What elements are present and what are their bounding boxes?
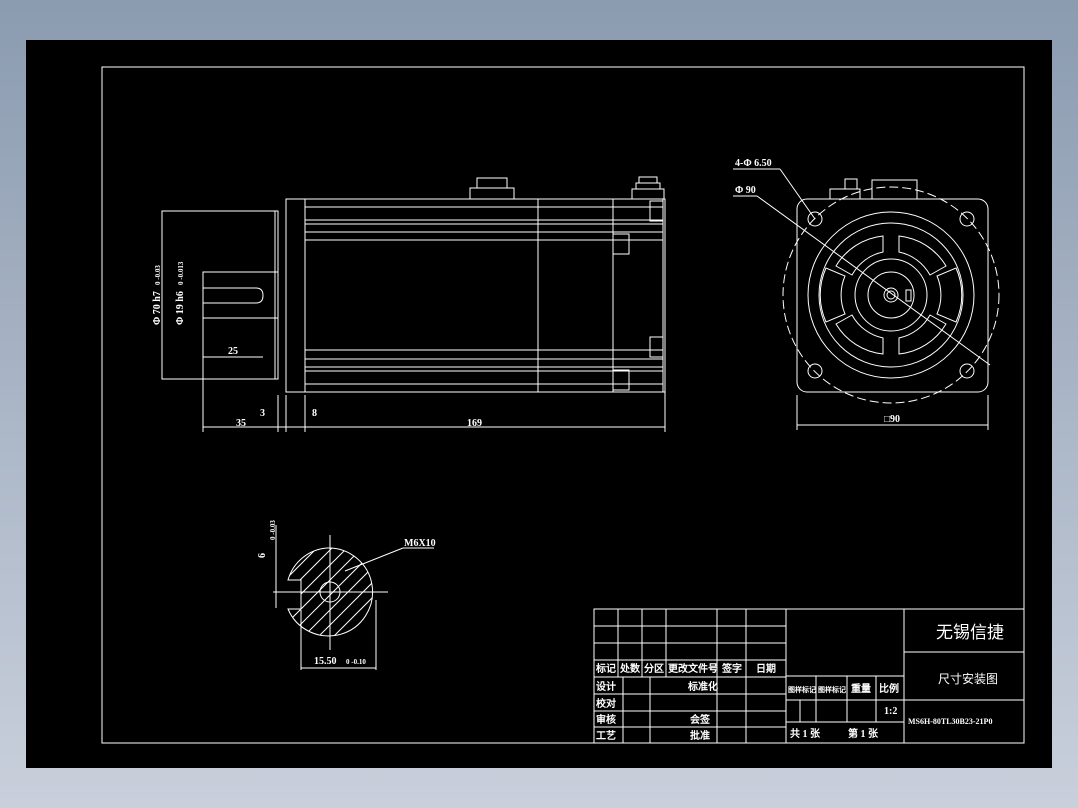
label-square: □90 [884, 414, 900, 425]
company-name: 无锡信捷 [936, 623, 1004, 642]
field-approve: 批准 [690, 729, 710, 742]
title-block: 标记 处数 分区 更改文件号 签字 日期 设计 校对 审核 工艺 标准化 会签 … [593, 608, 1025, 744]
stage-mark-2: 图样标记 [818, 685, 846, 694]
model-space[interactable] [26, 40, 1052, 768]
label-holes: 4-Φ 6.50 [735, 158, 772, 169]
drawing-border [101, 66, 1025, 744]
shaft [202, 271, 279, 319]
role-review: 审核 [596, 713, 616, 726]
stage-weight: 重量 [851, 682, 871, 695]
role-check: 校对 [596, 697, 616, 710]
hdr-count: 处数 [619, 662, 641, 675]
keyway [203, 287, 264, 304]
mount-holes [807, 211, 975, 379]
dim-key-length: 25 [228, 346, 238, 357]
hdr-zone: 分区 [644, 662, 664, 675]
hdr-mark: 标记 [595, 662, 616, 675]
field-standardization: 标准化 [687, 680, 718, 693]
body-lines [305, 199, 664, 392]
sheet-total: 共 1 张 [790, 727, 821, 740]
role-process: 工艺 [596, 729, 616, 742]
dim-key-depth: 15.50 [314, 656, 337, 667]
drawing-title: 尺寸安装图 [938, 671, 998, 686]
sheet-number: 第 1 张 [848, 727, 879, 740]
role-design: 设计 [596, 680, 616, 693]
dim-key-tol: 0 -0.03 [269, 520, 277, 540]
stage-mark-1: 图样标记 [788, 685, 816, 694]
dim-flange-thickness: 3 [260, 408, 265, 419]
field-countersign: 会签 [690, 713, 711, 726]
dim-pilot: 8 [312, 408, 317, 419]
connector-encoder [631, 176, 665, 200]
dim-body-length: 169 [467, 418, 482, 429]
ribs-windows [819, 235, 963, 355]
stage-scale: 比例 [879, 682, 899, 695]
dimensions-side: 25 35 3 8 169 Φ 70 h7 0 -0.03 Φ 19 h6 0 … [152, 211, 666, 432]
dim-shaft-length: 35 [236, 418, 246, 429]
dim-depth-tol: 0 -0.10 [346, 658, 366, 666]
dim-flange-dia: Φ 70 h7 [152, 291, 163, 325]
connector-power [469, 177, 515, 200]
dim-key-width: 6 [257, 553, 268, 558]
hdr-date: 日期 [756, 662, 776, 675]
label-thread: M6X10 [404, 538, 436, 549]
section-view: M6X10 6 0 -0.03 15.50 0 -0.10 [257, 520, 436, 670]
label-pcd: Φ 90 [735, 185, 756, 196]
hdr-sign: 签字 [721, 662, 742, 675]
part-number: MS6H-80TL30B23-21P0 [908, 717, 992, 726]
hdr-change-doc: 更改文件号 [668, 662, 718, 675]
dim-shaft-dia: Φ 19 h6 [175, 291, 186, 325]
front-view: 4-Φ 6.50 Φ 90 □90 [733, 158, 1000, 430]
dim-shaft-tol: 0 -0.013 [177, 261, 185, 285]
dim-flange-tol: 0 -0.03 [154, 265, 162, 285]
side-view: 25 35 3 8 169 Φ 70 h7 0 -0.03 Φ 19 h6 0 … [152, 176, 666, 432]
pcd-circle [782, 186, 1000, 404]
scale-value: 1:2 [884, 706, 897, 717]
